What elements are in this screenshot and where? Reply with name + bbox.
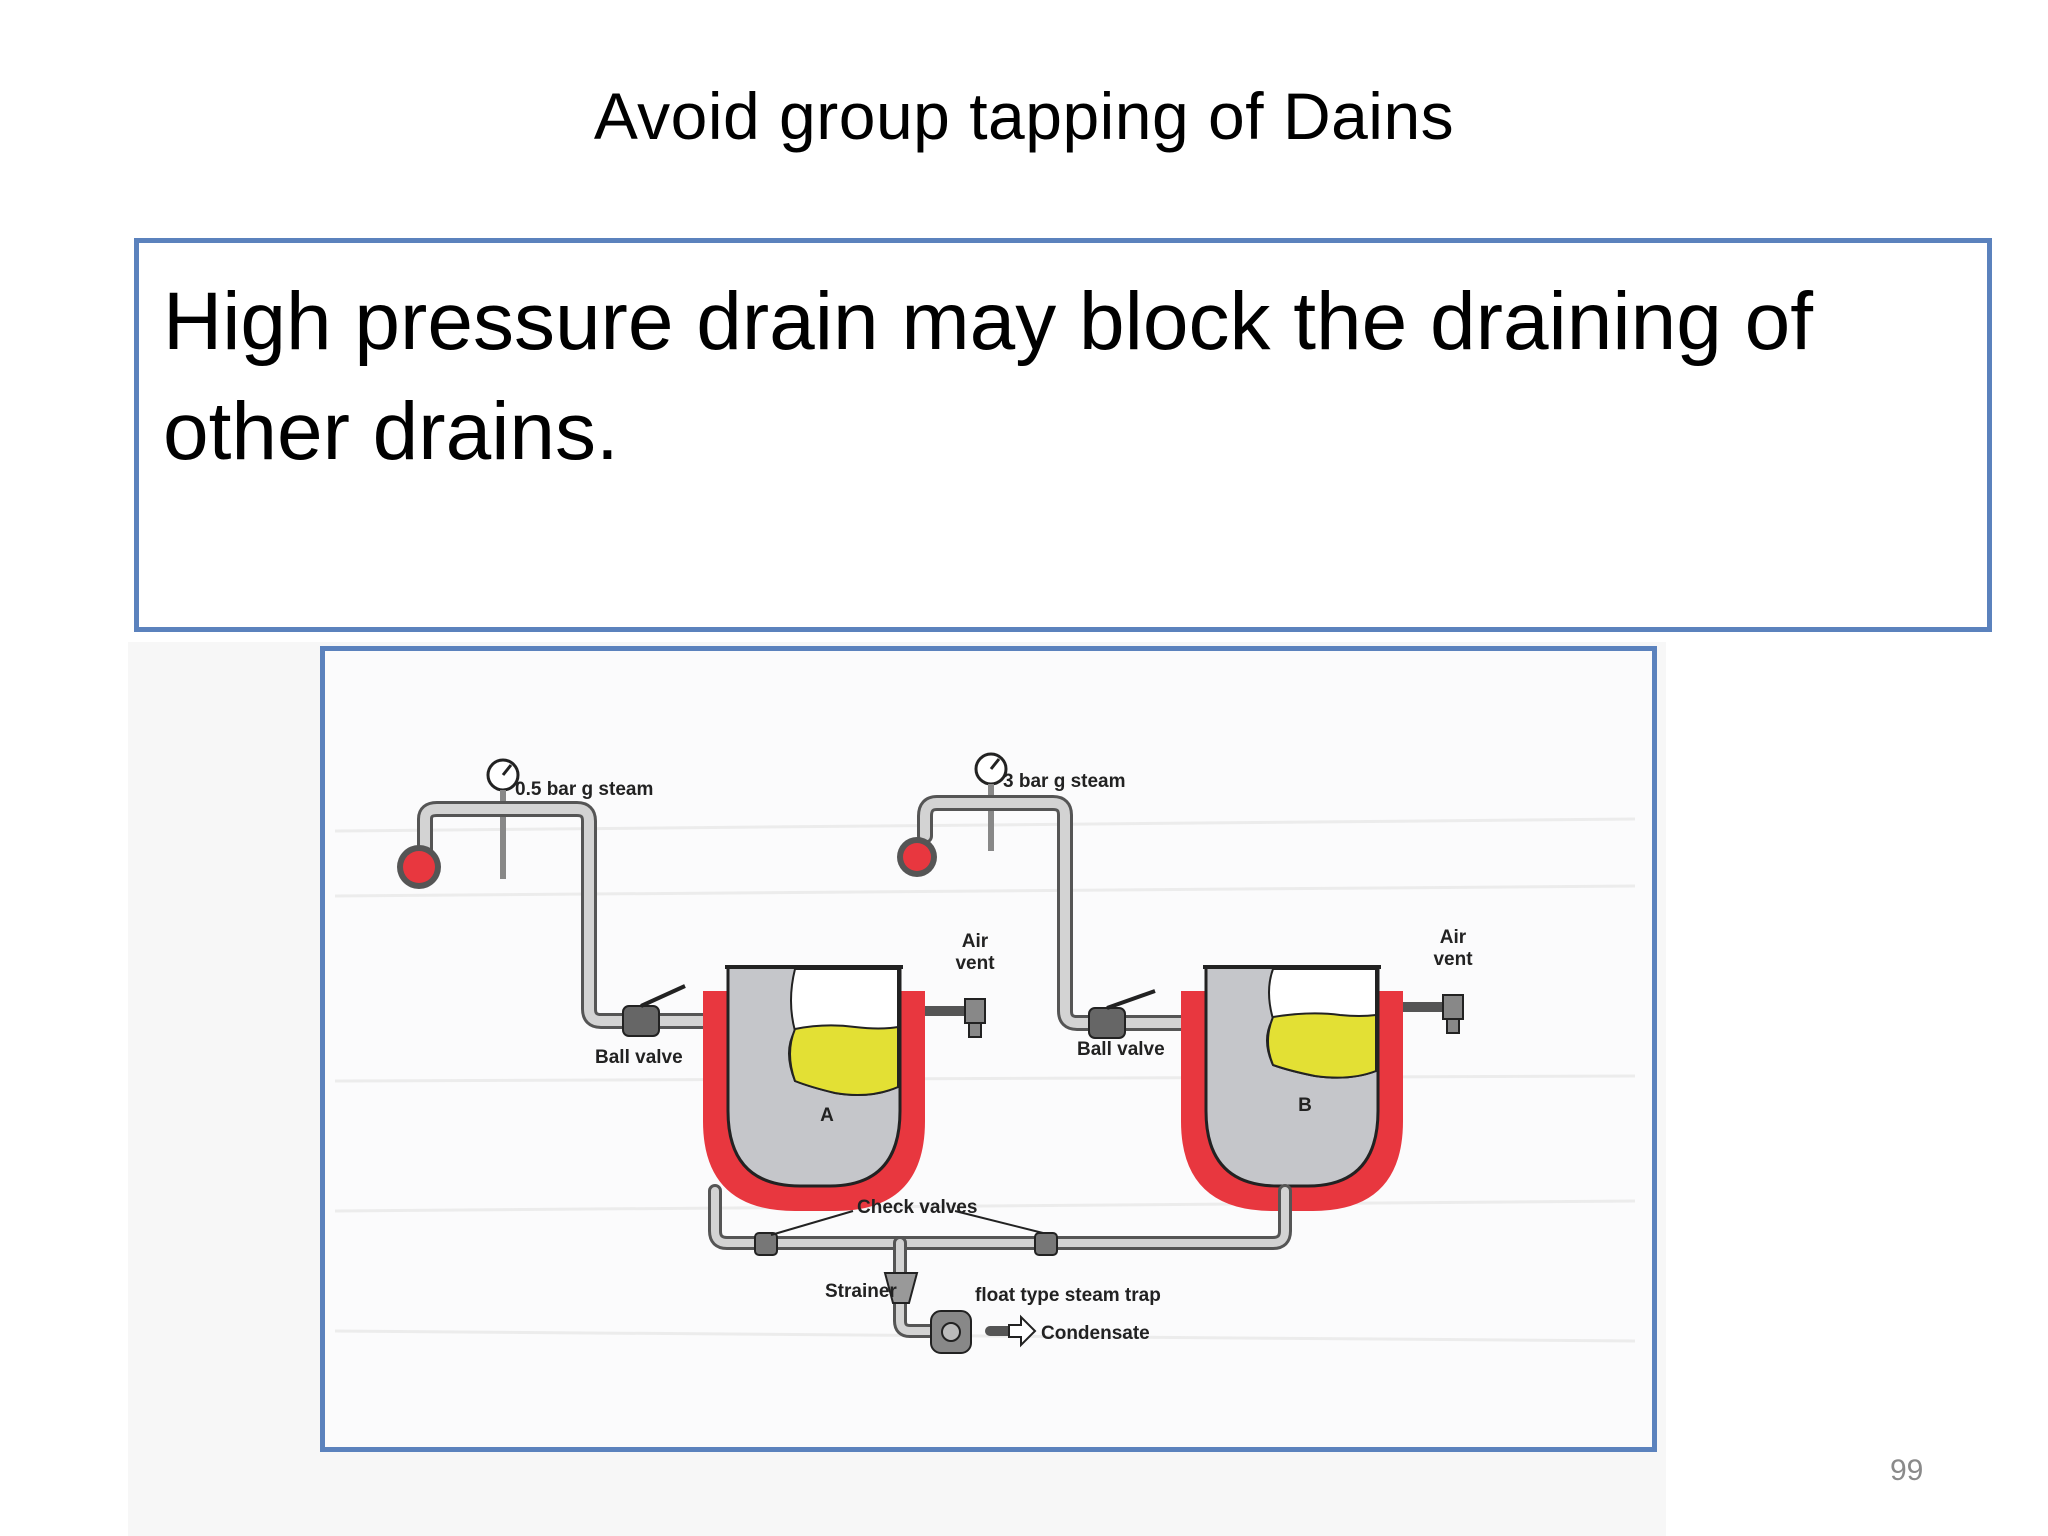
steam-low-label: 0.5 bar g steam [515,779,653,800]
steam-pipe-right [917,795,1193,1031]
body-text-line-1: High pressure drain may block the draini… [163,276,1813,367]
diagram-canvas: 0.5 bar g steam Ball valve A Air vent [334,752,1636,1354]
vessel-a-label: A [820,1105,834,1126]
steam-trap-icon [930,1310,972,1354]
ball-valve-left-icon [622,984,686,1037]
gauge-left-icon [486,758,520,879]
strainer-label: Strainer [825,1281,897,1302]
ball-valve-a-label: Ball valve [595,1047,683,1068]
ball-valve-right-icon [1088,989,1156,1039]
air-vent-a-label-top: Air [962,931,989,952]
vessel-b [1181,965,1403,1211]
ball-valve-b-label: Ball valve [1077,1039,1165,1060]
air-vent-a-icon [925,998,986,1038]
condensate-arrow-icon [1008,1314,1037,1348]
vessel-a [703,965,925,1211]
slide-title: Avoid group tapping of Dains [593,79,1455,153]
air-vent-b-label-top: Air [1440,927,1467,948]
air-vent-a-label-bottom: vent [955,953,995,974]
air-vent-b-icon [1403,994,1464,1034]
drain-piping [708,1184,1292,1338]
page-number: 99 [1890,1454,1924,1487]
background-scan-lines [334,817,1636,1343]
check-valve-b-icon [1034,1232,1058,1256]
strainer-icon [883,1272,919,1304]
air-vent-b-label-bottom: vent [1433,949,1473,970]
condensate-label: Condensate [1041,1323,1150,1344]
body-text-line-2: other drains. [163,386,619,477]
vessel-b-label: B [1298,1095,1312,1116]
steam-high-label: 3 bar g steam [1003,771,1126,792]
check-valves-label: Check valves [857,1197,977,1218]
steam-trap-label: float type steam trap [975,1285,1161,1306]
text-box: High pressure drain may block the draini… [134,238,1992,632]
check-valve-a-icon [754,1232,778,1256]
check-valve-leaders [770,1210,1044,1236]
steam-drain-diagram: 0.5 bar g steam Ball valve A Air vent [320,646,1657,1452]
steam-pipe-left [417,801,713,1029]
